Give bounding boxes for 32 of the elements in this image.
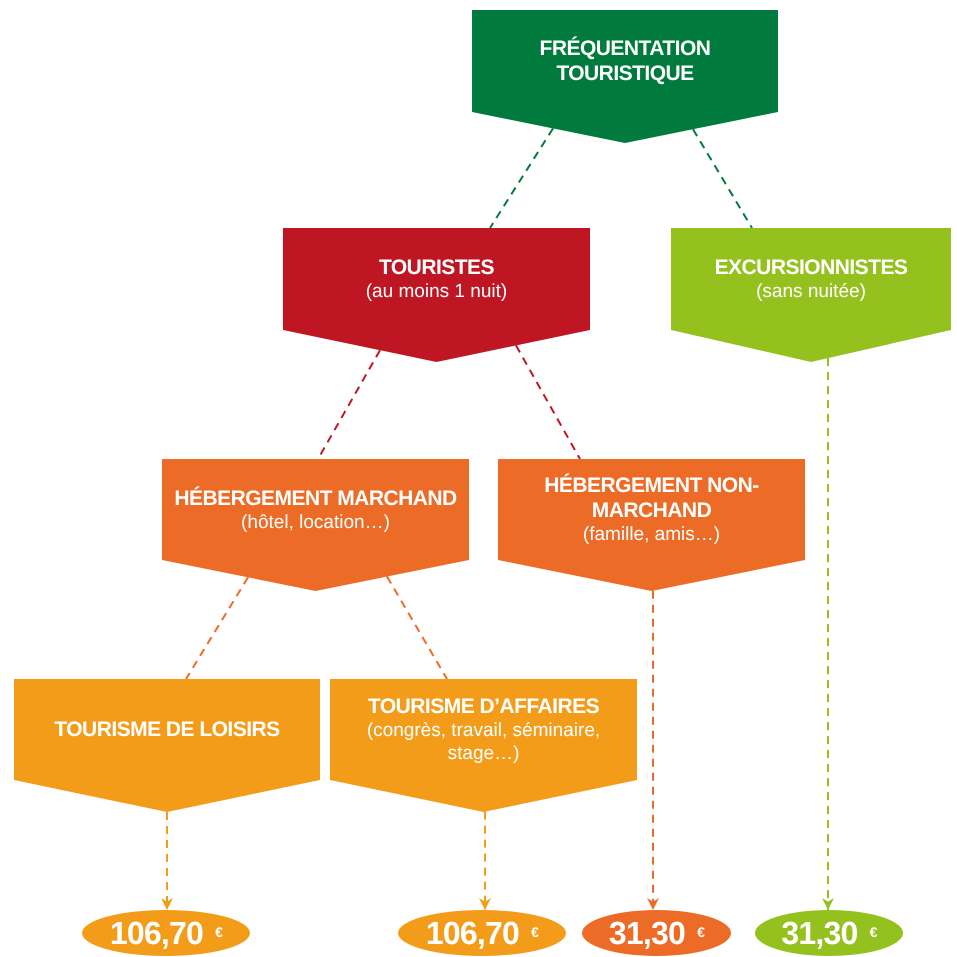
- dashed-connector: [185, 576, 249, 680]
- dashed-connector: [386, 576, 448, 680]
- category-subtitle: (au moins 1 nuit): [366, 280, 508, 303]
- price-text: 106,70 $^{€}$: [426, 917, 538, 949]
- category-pentagon: [283, 228, 590, 362]
- dashed-connector: [515, 344, 581, 460]
- category-subtitle: (congrès, travail, séminaire, stage…): [366, 719, 602, 765]
- category-title: TOURISME DE LOISIRS: [54, 717, 280, 742]
- category-pentagon: [498, 459, 805, 591]
- category-title: TOURISTES: [378, 255, 494, 280]
- category-pentagon: [14, 679, 320, 812]
- dashed-connector: [692, 128, 753, 229]
- dashed-arrow: [822, 358, 834, 910]
- price-text: 31,30 $^{€}$: [608, 917, 704, 949]
- category-pentagon: [671, 228, 951, 362]
- dashed-connector: [489, 128, 554, 229]
- category-pentagon: [472, 10, 778, 143]
- category-pentagon: [162, 459, 469, 591]
- category-subtitle: (sans nuitée): [756, 280, 866, 303]
- category-subtitle: (hôtel, location…): [241, 510, 390, 534]
- price-text: 31,30 $^{€}$: [781, 917, 877, 949]
- category-title: HÉBERGEMENT MARCHAND: [174, 486, 457, 510]
- category-title: HÉBERGEMENT NON-MARCHAND: [543, 473, 760, 523]
- price-text: 106,70 $^{€}$: [110, 917, 222, 949]
- dashed-arrow: [161, 812, 173, 910]
- dashed-arrow: [479, 812, 491, 910]
- dashed-arrow: [647, 590, 659, 910]
- category-title: TOURISME D’AFFAIRES: [368, 694, 600, 719]
- category-subtitle: (famille, amis…): [582, 523, 720, 546]
- category-title: FRÉQUENTATION TOURISTIQUE: [538, 36, 712, 86]
- category-title: EXCURSIONNISTES: [714, 255, 908, 280]
- category-pentagon: [330, 679, 637, 812]
